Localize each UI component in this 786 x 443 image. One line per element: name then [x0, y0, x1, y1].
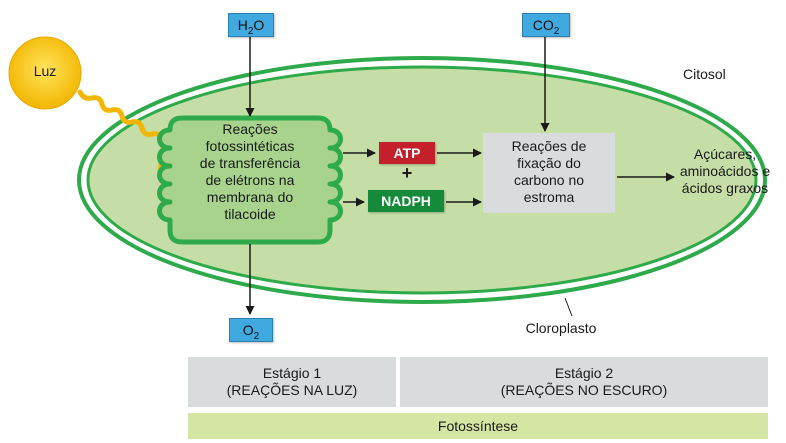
light-reactions-line-6: tilacoide [224, 206, 276, 222]
carbon-fixation-line-2: fixação do [517, 155, 581, 171]
oxygen-sub: 2 [253, 330, 260, 342]
light-reactions-line-5: membrana do [206, 189, 294, 205]
co2-box: CO2 [522, 13, 570, 37]
stage-2-title: Estágio 2 [554, 364, 614, 381]
light-reactions-line-1: Reações [222, 121, 278, 137]
products-line-1: Açúcares, [693, 146, 757, 162]
thylakoid-membrane [157, 115, 343, 245]
water-base: H [237, 17, 248, 33]
water-sub: 2 [247, 25, 254, 37]
stage-2-box: Estágio 2 (REAÇÕES NO ESCURO) [400, 357, 768, 407]
water-box: H2O [228, 13, 274, 37]
stage-1-box: Estágio 1 (REAÇÕES NA LUZ) [188, 357, 396, 407]
nadph-box: NADPH [368, 190, 444, 212]
co2-base: CO [532, 17, 554, 33]
products-line-3: ácidos graxos [681, 180, 769, 196]
chloroplast-label: Cloroplasto [525, 320, 597, 336]
co2-sub: 2 [553, 25, 560, 37]
sun-icon [8, 36, 82, 110]
light-reactions-text: Reações fotossintéticas de transferência… [170, 121, 330, 223]
carbon-fixation-line-3: carbono no [513, 172, 585, 188]
light-reactions-line-3: de transferência [199, 155, 301, 171]
carbon-fixation-line-4: estroma [523, 189, 575, 205]
water-tail: O [253, 17, 265, 33]
carbon-fixation-box [483, 133, 615, 213]
light-reactions-line-2: fotossintéticas [205, 138, 295, 154]
stage-1-title: Estágio 1 [262, 364, 322, 381]
light-reactions-line-4: de elétrons na [205, 172, 295, 188]
products-line-2: aminoácidos e [679, 163, 771, 179]
stage-2-subtitle: (REAÇÕES NO ESCURO) [500, 382, 668, 398]
cytosol-label: Citosol [683, 66, 726, 82]
oxygen-base: O [242, 322, 254, 338]
oxygen-box: O2 [229, 318, 273, 342]
carbon-fixation-line-1: Reações de [511, 138, 587, 154]
stage-1-subtitle: (REAÇÕES NA LUZ) [226, 382, 358, 398]
plus-sign: + [401, 163, 413, 183]
carbon-fixation-text: Reações de fixação do carbono no estroma [483, 138, 615, 206]
chloroplast-leader-line [564, 297, 573, 317]
photosynthesis-footer: Fotossíntese [188, 413, 768, 439]
atp-box: ATP [379, 142, 435, 164]
light-label: Luz [33, 63, 57, 79]
products-text: Açúcares, aminoácidos e ácidos graxos [670, 146, 780, 197]
